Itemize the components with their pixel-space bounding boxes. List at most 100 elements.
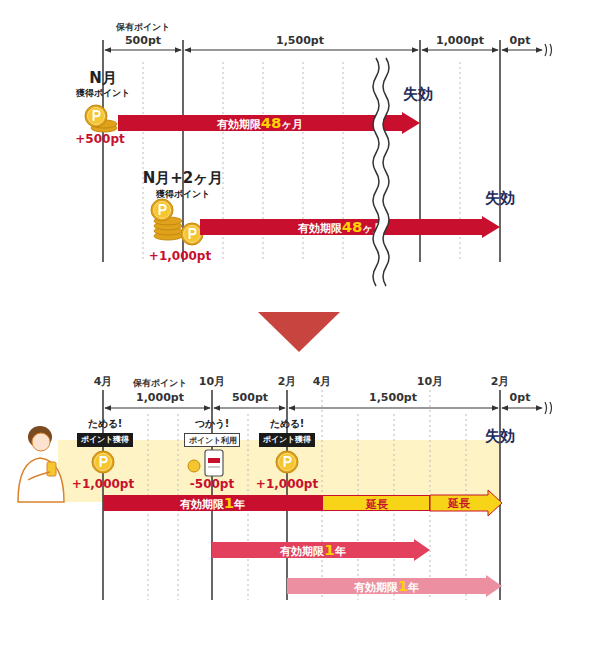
text-label: -500pt (190, 478, 234, 492)
node-text-area: ポイント利用 (185, 434, 241, 448)
balance-span (289, 407, 498, 408)
text-label: 10月 (417, 376, 443, 389)
period-lines (103, 40, 500, 262)
validity-arrow: 有効期限48ヶ月 (118, 112, 420, 134)
point-coin (92, 451, 114, 473)
text-label: +1,000pt (72, 478, 134, 492)
text-label: 1,000pt (436, 35, 484, 48)
text-label: N月 (89, 70, 117, 87)
balance-span (502, 407, 542, 408)
text-label: 失効 (485, 190, 515, 207)
node-text-area: 有効期限1年 (212, 542, 414, 558)
node-text: 延長 (366, 499, 388, 510)
extension-bar: 延長 (322, 495, 430, 511)
period-line (499, 40, 501, 262)
text-part: 年 (234, 498, 245, 511)
text-part: 年 (335, 545, 346, 558)
validity-arrow: 有効期限1年 (287, 575, 502, 597)
break-line (373, 58, 379, 286)
text-label: 4月 (313, 376, 332, 389)
node-text: 延長 (448, 498, 470, 509)
text-part: 有効期限 (217, 118, 261, 131)
small-coin (188, 460, 200, 472)
person-arm (28, 472, 50, 480)
balance-span (422, 49, 498, 50)
text-part: 有効期限 (298, 222, 342, 235)
validity-arrow: 有効期限1年 (212, 539, 430, 561)
phone-icon (188, 450, 223, 476)
text-label: ためる! (270, 418, 305, 430)
text-label: +500pt (75, 133, 124, 147)
text-label: 2月 (278, 376, 297, 389)
point-coin (151, 199, 173, 221)
node-text-area: 有効期限1年 (103, 495, 322, 511)
node-text: 有効期限1年 (354, 579, 419, 594)
node-text-area: 延長 (430, 495, 488, 511)
action-tag: ポイント獲得 (77, 433, 133, 447)
text-label: 500pt (125, 35, 161, 48)
balance-span (502, 49, 542, 50)
text-label: 0pt (510, 392, 531, 405)
text-label: 10月 (199, 376, 225, 389)
person-face (32, 433, 50, 451)
text-label: つかう! (195, 418, 230, 430)
node-text: 有効期限1年 (280, 543, 345, 558)
emphasis-number: 1 (224, 494, 234, 512)
break-fill (373, 58, 389, 286)
text-label: ためる! (88, 418, 123, 430)
balance-span (185, 49, 418, 50)
text-part: 有効期限 (354, 581, 398, 594)
text-label: +1,000pt (149, 250, 211, 264)
node-text: ポイント獲得 (81, 436, 129, 444)
text-label: 失効 (403, 86, 433, 103)
arrow-fill (287, 575, 502, 597)
point-coin (276, 451, 298, 473)
emphasis-number: 48 (261, 114, 282, 132)
break-line (383, 58, 389, 286)
text-label: +1,000pt (256, 478, 318, 492)
text-label: N月+2ヶ月 (143, 170, 224, 187)
node-text-area: 有効期限48ヶ月 (118, 115, 402, 131)
emphasis-number: 48 (342, 218, 363, 236)
arrow-fill (118, 112, 420, 134)
break-mark (545, 402, 552, 414)
extension-arrow: 延長 (430, 490, 502, 516)
text-label: 獲得ポイント (156, 189, 210, 199)
grid-line (143, 62, 144, 262)
balance-axis (105, 44, 552, 56)
text-label: 0pt (510, 35, 531, 48)
point-coin (85, 105, 107, 127)
node-text: ポイント利用 (189, 437, 237, 445)
text-part: 年 (408, 581, 419, 594)
text-label: 1,500pt (369, 392, 417, 405)
phone-screen (208, 458, 220, 463)
text-part: ヶ月 (362, 222, 384, 235)
person-body (18, 458, 64, 502)
validity-arrow: 有効期限48ヶ月 (200, 216, 500, 238)
node-text: 有効期限48ヶ月 (298, 220, 385, 235)
text-part: ヶ月 (281, 118, 303, 131)
text-label: 獲得ポイント (76, 88, 130, 98)
arrow-fill (200, 216, 500, 238)
node-text: 有効期限1年 (180, 496, 245, 511)
text-label: 保有ポイント (116, 22, 170, 32)
node-text: 有効期限48ヶ月 (217, 116, 304, 131)
node-text-area: ポイント獲得 (77, 433, 133, 447)
action-tag: ポイント利用 (184, 433, 240, 447)
balance-span (105, 49, 181, 50)
balance-span (105, 407, 210, 408)
text-part: 有効期限 (180, 498, 224, 511)
text-label: 失効 (485, 428, 515, 445)
arrow-fill (212, 539, 430, 561)
person-phone (47, 462, 56, 476)
coin-stack (85, 105, 117, 132)
node-text: ポイント獲得 (263, 436, 311, 444)
phone-line (208, 467, 220, 468)
period-line (499, 390, 501, 600)
text-label: 500pt (232, 392, 268, 405)
emphasis-number: 1 (398, 577, 408, 595)
node-text-area: 有効期限48ヶ月 (200, 219, 482, 235)
